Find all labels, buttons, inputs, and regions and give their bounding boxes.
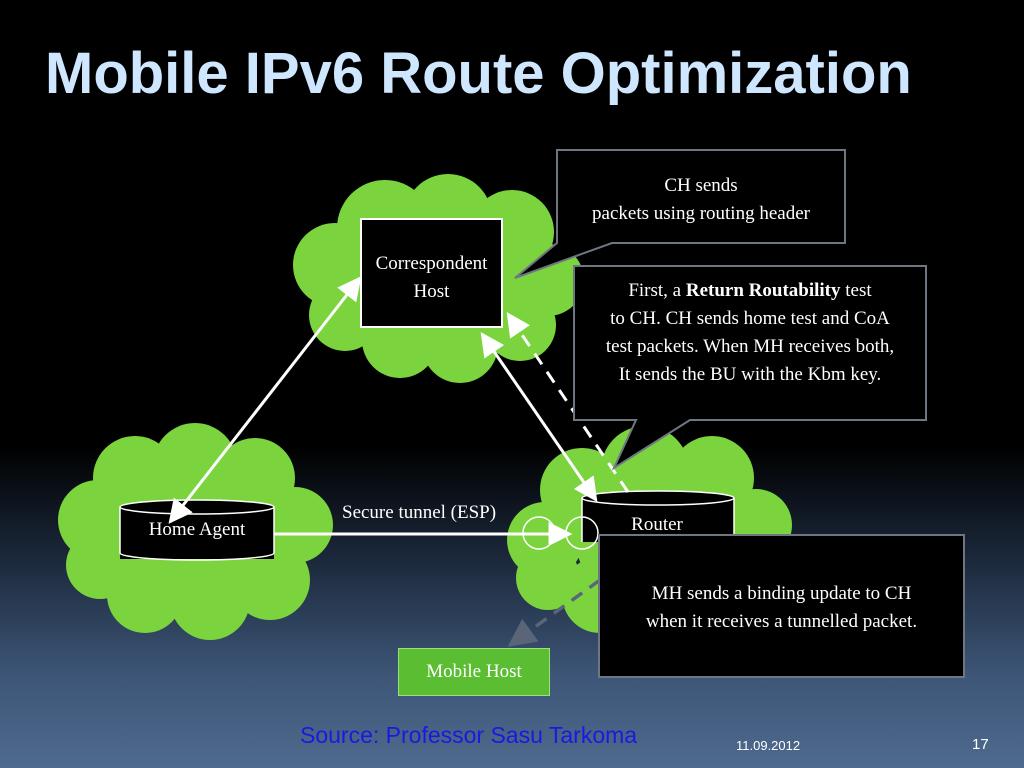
route-optimized-dashed — [506, 312, 630, 493]
callout-ch-sends-text: CH sends packets using routing header — [559, 172, 843, 228]
tunnel-end-right — [565, 516, 599, 550]
callout-ch-sends-line1: CH sends — [664, 175, 738, 196]
rr-suffix: test — [840, 280, 872, 301]
rr-line3: test packets. When MH receives both, — [605, 336, 895, 357]
callout-binding-update: MH sends a binding update to CH when it … — [598, 534, 965, 678]
callout-return-routability — [573, 265, 927, 471]
callout-ch-sends-line2: packets using routing header — [592, 203, 810, 224]
binding-update-line1: MH sends a binding update to CH — [651, 583, 912, 604]
mobile-host-box: Mobile Host — [398, 648, 550, 696]
link-ch-router — [480, 332, 598, 502]
correspondent-host-label-line2: Host — [413, 281, 450, 302]
link-router-mobile-host — [507, 578, 602, 647]
tunnel-end-left — [522, 516, 556, 550]
callout-return-routability-text: First, a Return Routability test to CH. … — [575, 277, 925, 389]
source-credit: Source: Professor Sasu Tarkoma — [300, 722, 638, 748]
correspondent-host-label-line1: Correspondent — [375, 253, 488, 274]
rr-line2: to CH. CH sends home test and CoA — [610, 308, 890, 329]
tunnel-label: Secure tunnel (ESP) — [342, 502, 497, 523]
link-ch-ha — [168, 276, 362, 524]
slide-date: 11.09.2012 — [736, 738, 801, 753]
correspondent-host-box: Correspondent Host — [360, 218, 503, 328]
home-agent-label: Home Agent — [148, 519, 246, 540]
rr-line4: It sends the BU with the Kbm key. — [618, 364, 882, 385]
rr-prefix: First, a — [628, 280, 686, 301]
rr-bold: Return Routability — [685, 280, 841, 301]
slide-title: Mobile IPv6 Route Optimization — [45, 41, 912, 106]
router-label: Router — [631, 514, 683, 535]
page-number: 17 — [972, 736, 989, 753]
binding-update-line2: when it receives a tunnelled packet. — [645, 611, 918, 632]
callout-ch-sends — [514, 149, 846, 279]
